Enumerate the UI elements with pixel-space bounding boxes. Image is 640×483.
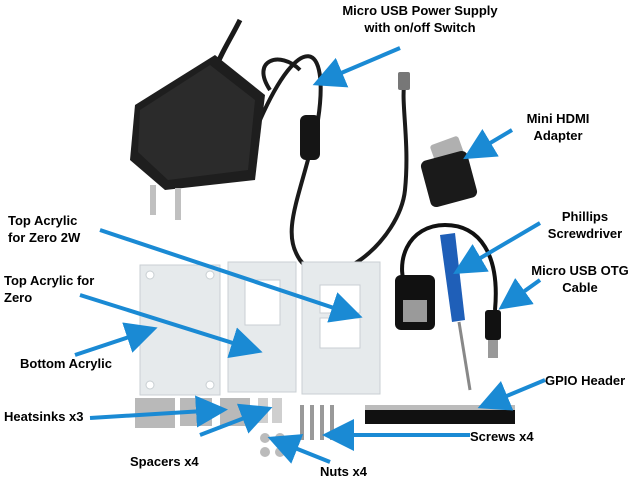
gpio-header-illustration [365,405,515,424]
arrow-heatsinks [89,395,228,428]
label-heatsinks: Heatsinks x3 [4,408,84,425]
label-gpio-header-line1: GPIO Header [545,373,626,388]
power-supply-illustration [130,18,410,276]
label-mini-hdmi-line1: Mini HDMI [526,111,590,126]
arrow-spacers [199,403,273,437]
otg-cable-illustration [395,222,501,358]
label-top-acrylic-zero: Top Acrylic for Zero [4,272,94,306]
label-spacers-line1: Spacers x4 [130,454,199,469]
screwdriver-illustration [440,233,472,391]
arrow-top-acrylic-zero [79,293,263,359]
label-screws: Screws x4 [470,428,534,445]
arrow-otg [498,278,542,310]
label-top-acrylic-2w: Top Acrylic for Zero 2W [8,212,80,246]
label-power-supply: Micro USB Power Supply with on/off Switc… [330,2,510,36]
label-gpio-header: GPIO Header [545,372,625,389]
label-top-acrylic-zero-line1: Top Acrylic for [4,273,95,288]
label-heatsinks-line1: Heatsinks x3 [4,409,84,424]
label-otg-cable-line2: Cable [562,280,598,295]
mini-hdmi-illustration [420,136,478,208]
arrow-power-supply [312,46,401,88]
acrylic-pieces-illustration [139,261,381,396]
label-top-acrylic-2w-line2: for Zero 2W [8,230,81,245]
label-nuts: Nuts x4 [320,463,367,480]
label-otg-cable-line1: Micro USB OTG [531,263,629,278]
arrow-phillips [453,221,542,275]
label-phillips-line2: Screwdriver [547,226,623,241]
arrow-mini-hdmi [463,128,514,160]
arrow-top-acrylic-2w [99,228,363,323]
label-mini-hdmi-line2: Adapter [533,128,583,143]
label-power-supply-line2: with on/off Switch [364,20,476,35]
label-bottom-acrylic: Bottom Acrylic [20,355,112,372]
label-phillips: Phillips Screwdriver [530,208,640,242]
callout-arrows [74,46,546,464]
label-nuts-line1: Nuts x4 [320,464,367,479]
label-spacers: Spacers x4 [130,453,199,470]
label-otg-cable: Micro USB OTG Cable [520,262,640,296]
label-phillips-line1: Phillips [561,209,609,224]
label-power-supply-line1: Micro USB Power Supply [342,3,498,18]
label-mini-hdmi: Mini HDMI Adapter [508,110,608,144]
label-top-acrylic-zero-line2: Zero [4,290,33,305]
label-screws-line1: Screws x4 [470,429,534,444]
label-bottom-acrylic-line1: Bottom Acrylic [20,356,112,371]
label-top-acrylic-2w-line1: Top Acrylic [8,213,78,228]
arrow-gpio [477,378,546,411]
arrow-bottom-acrylic [74,322,158,357]
arrow-nuts [267,434,331,464]
